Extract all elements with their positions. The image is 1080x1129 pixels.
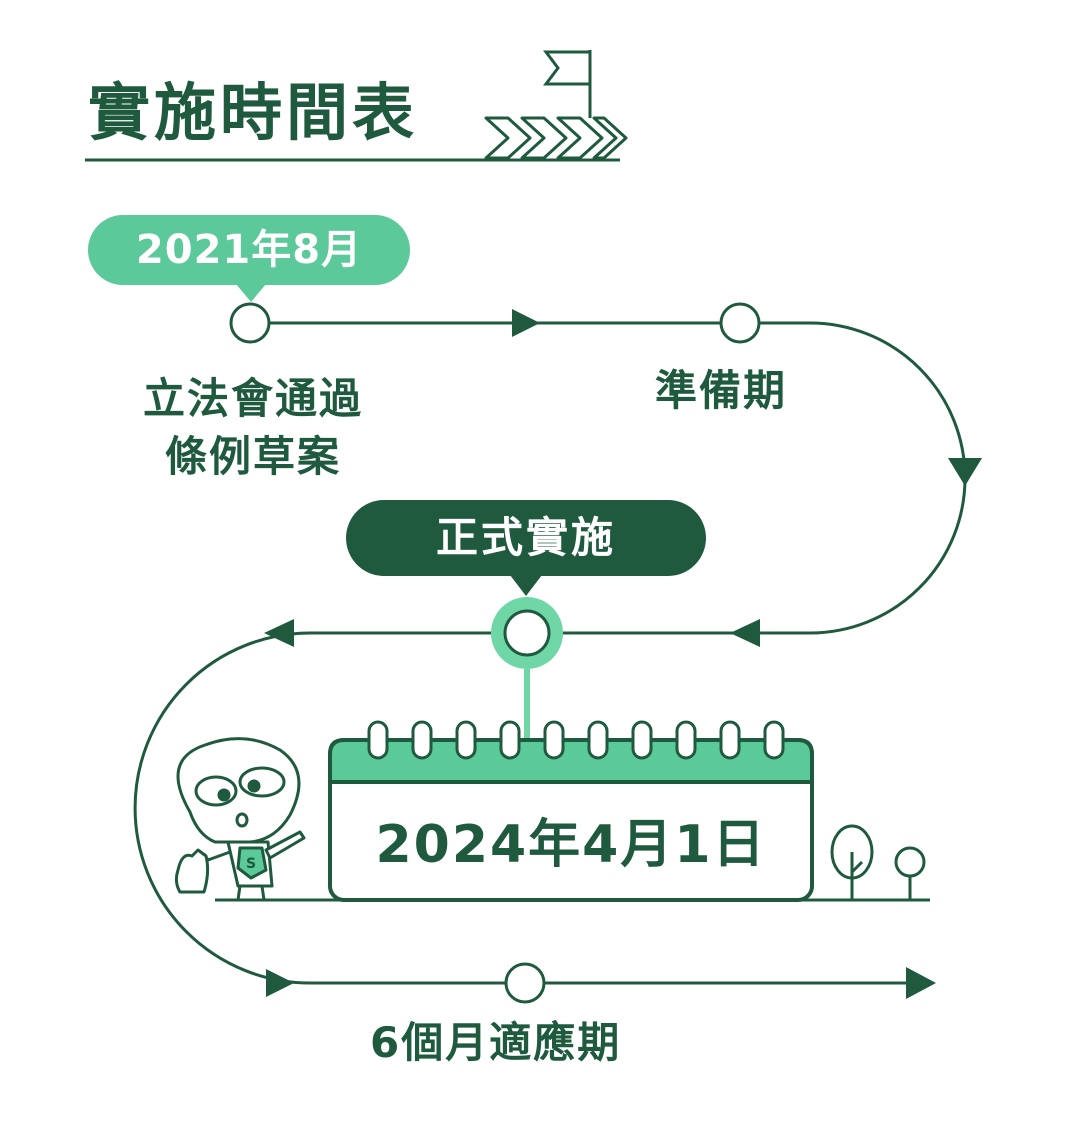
calendar-icon — [328, 720, 814, 902]
chevron-arrows-icon — [484, 116, 628, 160]
node-passed — [229, 302, 271, 344]
arrow-right-1 — [512, 309, 540, 337]
implementation-date: 2024年4月1日 — [375, 815, 767, 875]
arrow-right-2 — [266, 969, 294, 997]
date-pill-2021 — [88, 215, 410, 302]
date-2021-label: 2021年8月 — [135, 227, 363, 273]
path-arrows — [264, 309, 982, 999]
mascot-dollar-sign: S — [246, 856, 256, 872]
node-adaptation — [504, 962, 546, 1004]
milestone-passed-label: 立法會通過 條例草案 — [118, 370, 388, 486]
flag-icon — [543, 50, 592, 118]
small-tree-icon — [894, 846, 926, 900]
implementation-badge-pill — [346, 500, 706, 596]
implementation-badge-label: 正式實施 — [435, 513, 616, 562]
milestone-adaptation-label: 6個月適應期 — [370, 1018, 622, 1067]
milestone-passed-line2: 條例草案 — [164, 432, 341, 481]
arrow-right-end — [906, 967, 936, 999]
arrow-left-2 — [264, 619, 294, 647]
node-implementation — [491, 597, 563, 740]
arrow-down — [948, 458, 982, 486]
node-preparation — [719, 302, 761, 344]
arrow-left-1 — [730, 619, 760, 647]
page-title: 實施時間表 — [88, 76, 419, 149]
milestone-passed-line1: 立法會通過 — [142, 374, 363, 423]
milestone-preparation-label: 準備期 — [655, 366, 788, 415]
tree-icon — [830, 824, 874, 900]
alien-mascot-icon: S — [174, 737, 306, 901]
